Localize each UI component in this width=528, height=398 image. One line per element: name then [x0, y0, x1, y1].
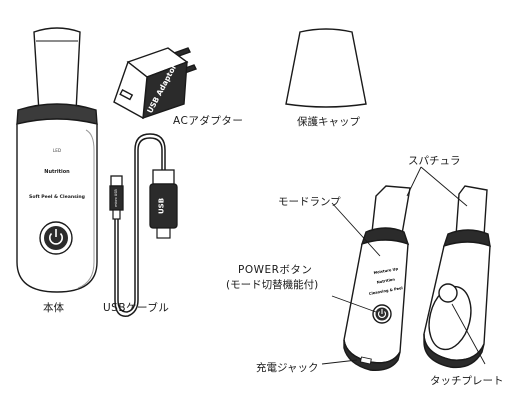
tilted-print-1: Moisture Up — [373, 267, 398, 275]
usb-cable — [109, 133, 178, 317]
adapter-usb-port — [119, 88, 134, 101]
protective-cap — [285, 28, 367, 108]
usb-a-connector — [152, 169, 175, 185]
device-body — [16, 118, 98, 293]
label-power-button: POWERボタン — [238, 264, 313, 276]
device-body-shade — [77, 129, 95, 289]
tilted-charging-jack — [343, 339, 401, 371]
power-icon — [49, 232, 63, 245]
adapter-front-face — [113, 60, 148, 120]
callout-spatula — [406, 166, 422, 197]
callout-mode-lamp — [331, 202, 381, 257]
callout-power-button — [331, 295, 377, 313]
label-touch-plate: タッチプレート — [430, 375, 504, 387]
tilted-print-2: Nutrition — [376, 277, 395, 284]
callout-spatula — [420, 166, 468, 207]
label-mode-lamp: モードランプ — [278, 196, 341, 208]
usb-plug-print: USB — [158, 198, 166, 214]
tilted-print-3: Cleansing & Peel — [369, 286, 403, 296]
device-front — [16, 27, 98, 293]
tilted-body — [343, 239, 409, 364]
device-led-text: LED — [53, 148, 61, 153]
callout-touch-plate — [451, 303, 486, 365]
device-tilted-front — [343, 185, 411, 371]
power-button-inner — [44, 226, 68, 250]
device-modes-text: Soft Peel & Cleansing — [29, 194, 85, 200]
device-tilted-back — [423, 185, 491, 369]
ac-adapter — [113, 47, 197, 120]
label-body: 本体 — [43, 302, 64, 314]
back-spatula — [455, 185, 488, 237]
label-ac-adapter: ACアダプター — [173, 115, 244, 127]
label-spatula: スパチュラ — [408, 155, 461, 167]
tilted-spatula — [371, 185, 411, 235]
cable-cord — [114, 133, 166, 317]
label-charging-jack: 充電ジャック — [256, 362, 319, 374]
device-brand-text: Nutrition — [44, 169, 70, 175]
label-usb-cable: USBケーブル — [103, 302, 170, 314]
micro-usb-print: micro USB — [114, 189, 118, 207]
micro-usb-connector — [110, 175, 123, 187]
callout-charging-jack — [321, 359, 358, 365]
touch-plate-sensor — [438, 283, 458, 303]
label-power-button-note: (モード切替機能付) — [226, 279, 319, 291]
callout-lines — [321, 166, 486, 365]
label-protective-cap: 保護キャップ — [297, 116, 360, 128]
touch-plate — [428, 285, 472, 351]
